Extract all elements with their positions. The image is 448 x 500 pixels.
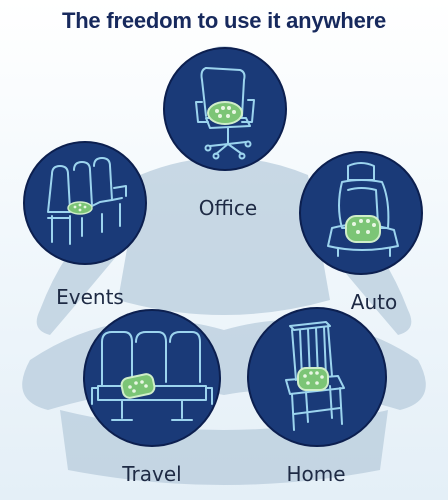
cushion-icon xyxy=(207,101,243,125)
travel-label: Travel xyxy=(122,462,182,486)
home-medallion xyxy=(246,306,388,448)
cushion-icon xyxy=(120,373,156,399)
auto-medallion xyxy=(298,150,424,276)
office-medallion xyxy=(162,46,288,172)
events-medallion xyxy=(22,140,148,266)
travel-medallion xyxy=(82,308,222,448)
events-label: Events xyxy=(56,285,124,309)
home-label: Home xyxy=(286,462,346,486)
airplane-seats-icon xyxy=(91,331,213,421)
cushion-icon xyxy=(345,215,381,243)
cushion-icon xyxy=(297,367,329,391)
stadium-seats-icon xyxy=(47,157,127,245)
auto-label: Auto xyxy=(350,290,398,314)
office-label: Office xyxy=(198,196,258,220)
cushion-icon xyxy=(67,201,93,215)
page-headline: The freedom to use it anywhere xyxy=(61,8,387,33)
